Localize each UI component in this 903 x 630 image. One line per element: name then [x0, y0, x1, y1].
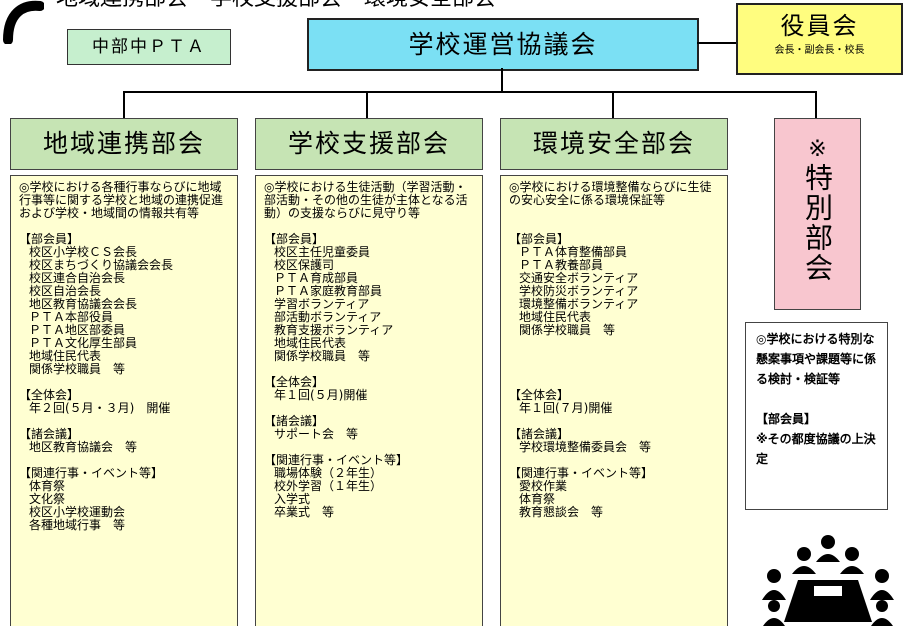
member-item: ＰＴＡ本部役員: [29, 310, 114, 324]
member-item: ＰＴＡ文化厚生部員: [29, 336, 138, 350]
member-item: 関係学校職員 等: [519, 323, 616, 337]
member-item: 校区連合自治会長: [29, 271, 126, 285]
dept-purpose: ◎学校における生徒活動（学習活動・部活動・その他の生徒が主体となる活動）の支援な…: [264, 180, 468, 220]
dept-header-safety: 環境安全部会: [500, 118, 728, 170]
general-text: 年２回(５月・３月) 開催: [29, 401, 171, 415]
special-members-note: ※その都度協議の上決定: [756, 432, 876, 466]
general-heading: 【全体会】: [264, 375, 325, 389]
members-heading: 【部会員】: [264, 232, 325, 246]
general-text: 年１回(７月)開催: [519, 401, 613, 415]
council-item: 地区教育協議会 等: [29, 440, 138, 454]
member-item: 環境整備ボランティア: [519, 297, 639, 311]
council-heading: 【諸会議】: [264, 414, 325, 428]
member-item: 校区保護司: [274, 258, 335, 272]
council-item: サポート会 等: [274, 427, 359, 441]
special-note-box: ◎学校における特別な懸案事項や課題等に係る検討・検証等 【部会員】 ※その都度協…: [745, 322, 888, 510]
member-item: 関係学校職員 等: [274, 349, 371, 363]
event-item: 教育懇談会 等: [519, 505, 604, 519]
event-item: 各種地域行事 等: [29, 518, 126, 532]
events-heading: 【関連行事・イベント等】: [264, 453, 409, 467]
dept-purpose: ◎学校における各種行事ならびに地域行事等に関する学校と地域の連携促進および学校・…: [19, 180, 224, 220]
connector-drop-4: [815, 91, 817, 118]
event-item: 体育祭: [519, 492, 556, 506]
event-item: 校外学習（１年生）: [274, 479, 383, 493]
general-heading: 【全体会】: [509, 388, 570, 402]
page-title: 地域連携部会・学校支援部会・環境安全部会: [56, 0, 696, 12]
event-item: 入学式: [274, 492, 311, 506]
council-item: 学校環境整備委員会 等: [519, 440, 652, 454]
special-title: 特別部会: [801, 163, 834, 283]
member-item: 学校防災ボランティア: [519, 284, 639, 298]
event-item: 愛校作業: [519, 479, 568, 493]
member-item: 校区主任児童委員: [274, 245, 371, 259]
event-item: 文化祭: [29, 492, 66, 506]
dept-purpose: ◎学校における環境整備ならびに生徒の安心安全に係る環境保証等: [509, 180, 712, 207]
title-curve-icon: [0, 0, 44, 44]
dept-header-support: 学校支援部会: [255, 118, 483, 170]
special-members-heading: 【部会員】: [756, 412, 817, 426]
member-item: 校区まちづくり協議会会長: [29, 258, 174, 272]
council-box: 学校運営協議会: [307, 18, 699, 71]
member-item: 校区小学校ＣＳ会長: [29, 245, 138, 259]
connector-trunk: [501, 68, 503, 92]
officers-members: 会長・副会長・校長: [774, 45, 865, 56]
member-item: 地域住民代表: [274, 336, 347, 350]
member-item: 部活動ボランティア: [274, 310, 382, 324]
member-item: ＰＴＡ育成部員: [274, 271, 359, 285]
member-item: 教育支援ボランティア: [274, 323, 394, 337]
meeting-people-icon: [760, 534, 896, 626]
council-heading: 【諸会議】: [19, 427, 80, 441]
special-committee-box: ※ 特別部会: [774, 118, 861, 310]
special-purpose: ◎学校における特別な懸案事項や課題等に係る検討・検証等: [756, 332, 877, 386]
dept-body-regional: ◎学校における各種行事ならびに地域行事等に関する学校と地域の連携促進および学校・…: [10, 175, 238, 626]
dept-body-support: ◎学校における生徒活動（学習活動・部活動・その他の生徒が主体となる活動）の支援な…: [255, 175, 483, 626]
events-heading: 【関連行事・イベント等】: [509, 466, 654, 480]
dept-header-regional: 地域連携部会: [10, 118, 238, 170]
special-mark: ※: [808, 137, 827, 162]
connector-branch-bar: [123, 91, 817, 93]
connector-council-officers: [697, 42, 736, 44]
members-heading: 【部会員】: [19, 232, 80, 246]
events-heading: 【関連行事・イベント等】: [19, 466, 164, 480]
officers-title: 役員会: [780, 12, 859, 40]
member-item: ＰＴＡ地区部委員: [29, 323, 126, 337]
general-heading: 【全体会】: [19, 388, 80, 402]
dept-body-safety: ◎学校における環境整備ならびに生徒の安心安全に係る環境保証等 【部会員】 ＰＴＡ…: [500, 175, 728, 626]
member-item: 地域住民代表: [519, 310, 592, 324]
general-text: 年１回(５月)開催: [274, 388, 368, 402]
event-item: 校区小学校運動会: [29, 505, 126, 519]
member-item: 校区自治会長: [29, 284, 102, 298]
members-heading: 【部会員】: [509, 232, 570, 246]
connector-drop-1: [123, 91, 125, 118]
event-item: 体育祭: [29, 479, 66, 493]
member-item: 関係学校職員 等: [29, 362, 126, 376]
officers-box: 役員会 会長・副会長・校長: [736, 3, 903, 75]
member-item: 地区教育協議会会長: [29, 297, 138, 311]
council-heading: 【諸会議】: [509, 427, 570, 441]
member-item: ＰＴＡ家庭教育部員: [274, 284, 383, 298]
event-item: 卒業式 等: [274, 505, 335, 519]
member-item: 地域住民代表: [29, 349, 102, 363]
member-item: 交通安全ボランティア: [519, 271, 639, 285]
connector-drop-3: [612, 91, 614, 118]
event-item: 職場体験（２年生）: [274, 466, 383, 480]
member-item: ＰＴＡ教養部員: [519, 258, 604, 272]
member-item: 学習ボランティア: [274, 297, 370, 311]
member-item: ＰＴＡ体育整備部員: [519, 245, 628, 259]
connector-drop-2: [366, 91, 368, 118]
org-badge: 中部中ＰＴＡ: [67, 29, 231, 65]
